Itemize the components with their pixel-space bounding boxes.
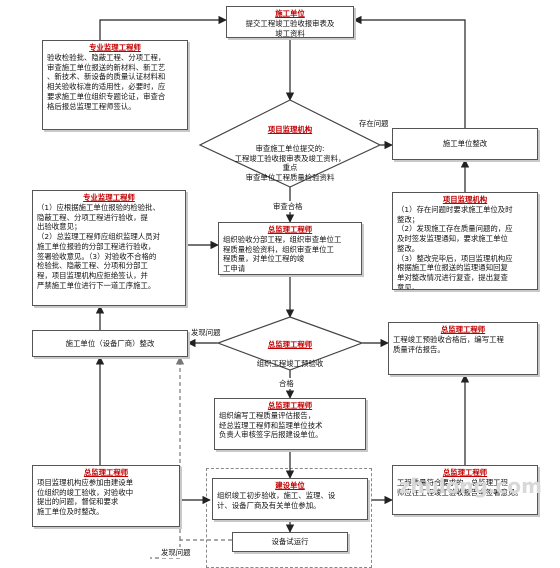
owner-box: 建设单位 组织竣工初步验收，施工、监理、设 计、设备厂商及有关单位参加。 [212, 478, 368, 520]
chief-report-box: 总监理工程师 组织编写工程质量评估报告， 经总监理工程师和监理单位技术 负责人审… [214, 398, 366, 450]
chief-left-bottom-text: 项目监理机构应参加由建设单 位组织的竣工验收，对验收中 提出的问题，督促和要求 … [37, 477, 134, 517]
contractor-rectify-right-text: 施工单位整改 [442, 139, 488, 148]
project-org-right-title: 项目监理机构 [442, 195, 488, 204]
specialist-top-box: 专业监理工程师 验收检验批、隐蔽工程、分项工程， 审查施工单位报送的新材料、新工… [42, 40, 188, 130]
chief-right-bottom-title: 总监理工程师 [442, 468, 488, 477]
owner-title: 建设单位 [275, 481, 305, 490]
project-org-right-box: 项目监理机构 （1）存在问题时要求施工单位及时 整改； （2）发现施工存在质量问… [392, 192, 538, 290]
chief-mid-box: 总监理工程师 组织验收分部工程，组织审查单位工 程质量检验资料，组织审查单位工 … [218, 222, 362, 275]
chief-mid-title: 总监理工程师 [267, 225, 313, 234]
precheck-diamond-shape [216, 316, 364, 371]
label-problem-left: 发现问题 [190, 327, 222, 338]
chief-left-bottom-box: 总监理工程师 项目监理机构应参加由建设单 位组织的竣工验收，对验收中 提出的问题… [32, 465, 180, 527]
contractor-rectify-left-text: 施工单位（设备厂商）整改 [65, 339, 155, 348]
review-diamond-shape [198, 99, 382, 188]
chief-right-text: 工程竣工预验收合格后，编写工程 质量评估报告。 [393, 334, 504, 354]
chief-report-text: 组织编写工程质量评估报告， 经总监理工程师和监理单位技术 负责人审核签字后报建设… [219, 410, 323, 440]
chief-report-title: 总监理工程师 [267, 401, 313, 410]
label-problem-right: 存在问题 [358, 118, 390, 129]
edge-rectify-submit [353, 15, 466, 128]
edge-problem-bottom [150, 539, 232, 559]
chief-right-bottom-box: 总监理工程师 工程质量符合要求的，总监理工程 师应在工程竣工验收报告中签署意见。 [392, 465, 538, 515]
equipment-trial-text: 设备试运行 [271, 537, 309, 546]
label-pass: 合格 [278, 378, 295, 389]
label-review-ok: 审查合格 [272, 201, 304, 212]
specialist-mid-text: （1）应根据施工单位报验的检验批、 隐蔽工程、分项工程进行验收，提 出验收意见；… [37, 202, 160, 290]
contractor-submit-title: 施工单位 [275, 9, 305, 18]
contractor-submit-box: 施工单位 提交工程竣工验收报审表及 竣工资料 [226, 6, 354, 38]
project-org-right-text: （1）存在问题时要求施工单位及时 整改； （2）发现施工存在质量问题的，应 及时… [397, 204, 513, 290]
precheck-diamond-text: 总监理工程师 组织工程竣工预验收 [232, 330, 348, 369]
review-diamond-body: 审查施工单位提交的: 工程竣工验收报审表及竣工资料， 重点 审查单位工程质量检验… [234, 143, 346, 182]
equipment-trial-box: 设备试运行 [232, 532, 348, 552]
specialist-top-text: 验收检验批、隐蔽工程、分项工程， 审查施工单位报送的新材料、新工艺 、新技术、新… [47, 52, 166, 111]
specialist-top-title: 专业监理工程师 [89, 43, 141, 52]
review-diamond-text: 项目监理机构 审查施工单位提交的: 工程竣工验收报审表及竣工资料， 重点 审查单… [214, 115, 366, 182]
contractor-rectify-left-box: 施工单位（设备厂商）整改 [32, 330, 188, 357]
watermark: zhulong.com [398, 474, 542, 498]
chief-right-bottom-text: 工程质量符合要求的，总监理工程 师应在工程竣工验收报告中签署意见。 [397, 477, 523, 497]
owner-text: 组织竣工初步验收，施工、监理、设 计、设备厂商及有关单位参加。 [217, 490, 336, 510]
label-problem-bottom: 发现问题 [160, 547, 192, 558]
chief-mid-text: 组织验收分部工程，组织审查单位工 程质量检验资料，组织审查单位工 程质量，对单位… [223, 234, 342, 274]
contractor-rectify-right-box: 施工单位整改 [392, 128, 538, 160]
chief-right-title: 总监理工程师 [440, 325, 486, 334]
chief-right-box: 总监理工程师 工程竣工预验收合格后，编写工程 质量评估报告。 [388, 322, 538, 375]
specialist-mid-box: 专业监理工程师 （1）应根据施工单位报验的检验批、 隐蔽工程、分项工程进行验收，… [32, 190, 186, 306]
specialist-mid-title: 专业监理工程师 [83, 193, 135, 202]
precheck-diamond-title: 总监理工程师 [267, 339, 313, 349]
precheck-diamond-body: 组织工程竣工预验收 [256, 358, 324, 368]
contractor-submit-text: 提交工程竣工验收报审表及 竣工资料 [245, 18, 335, 38]
edge-specialist-submit [99, 15, 227, 40]
review-diamond-title: 项目监理机构 [267, 124, 313, 134]
chief-left-bottom-title: 总监理工程师 [83, 468, 129, 477]
